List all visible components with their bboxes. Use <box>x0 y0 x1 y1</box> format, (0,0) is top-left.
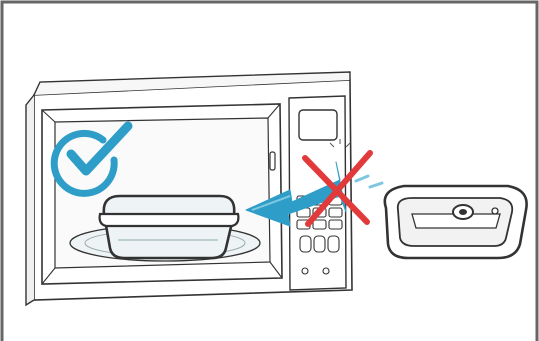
control-knob-left <box>302 268 308 274</box>
lid <box>385 186 527 258</box>
control-knob-right <box>323 268 329 274</box>
microwave-side <box>26 95 34 305</box>
glass-container-rim <box>100 214 239 226</box>
door-latch <box>270 152 275 170</box>
lid-valve-hole <box>459 209 467 215</box>
lid-small-vent <box>492 208 498 214</box>
control-display <box>299 110 337 140</box>
glass-container <box>100 196 239 258</box>
